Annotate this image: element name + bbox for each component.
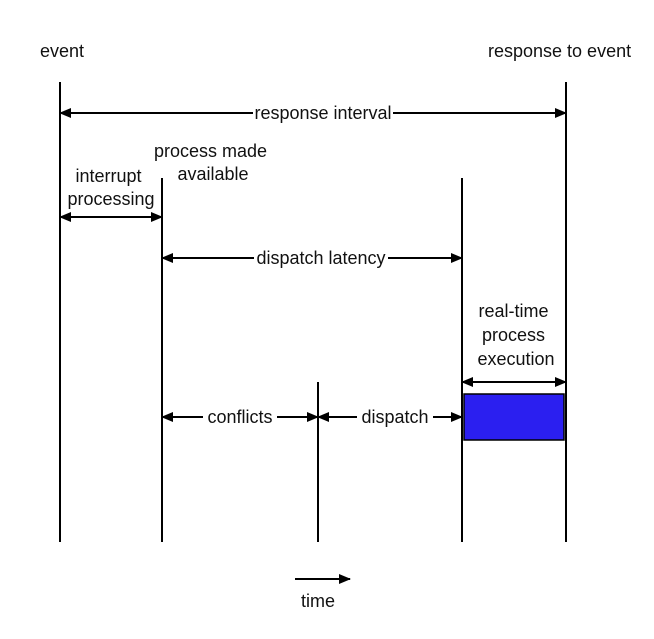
execution-label-line-1: real-time (478, 301, 548, 321)
conflicts-gap (203, 404, 277, 430)
interrupt-processing-label: interrupt processing (67, 166, 154, 209)
dispatch-gap (357, 404, 433, 430)
real-time-process-execution-label: real-time process execution (477, 301, 554, 369)
execution-label-line-3: execution (477, 349, 554, 369)
process-made-available-line-2: available (177, 164, 248, 184)
conflicts-label: conflicts (207, 407, 272, 427)
response-to-event-label: response to event (488, 41, 631, 61)
dispatch-label: dispatch (361, 407, 428, 427)
response-interval-label: response interval (254, 103, 391, 123)
interrupt-processing-line-2: processing (67, 189, 154, 209)
process-made-available-label: process made available (154, 141, 272, 184)
execution-label-line-2: process (482, 325, 545, 345)
response-interval-gap (253, 100, 393, 126)
real-time-process-block (463, 393, 565, 441)
process-made-available-line-1: process made (154, 141, 267, 161)
interrupt-processing-line-1: interrupt (75, 166, 141, 186)
dispatch-latency-gap (254, 245, 388, 271)
event-label: event (40, 41, 84, 61)
time-label: time (301, 591, 335, 611)
dispatch-latency-label: dispatch latency (256, 248, 385, 268)
